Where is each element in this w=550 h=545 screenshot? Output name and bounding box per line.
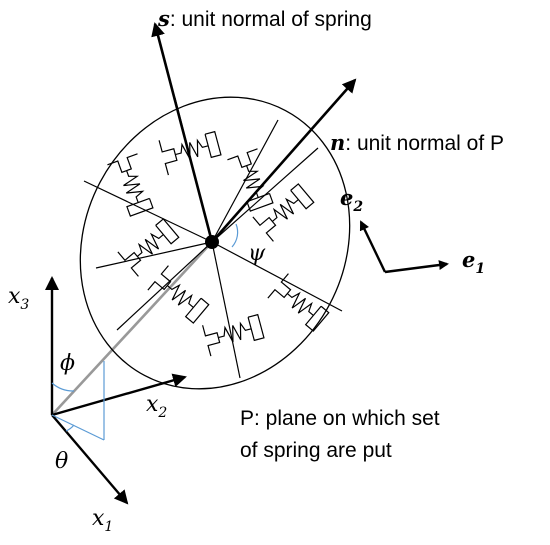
e1-base: e bbox=[462, 247, 475, 272]
x2-sub: 2 bbox=[157, 405, 167, 421]
spring-bottom bbox=[202, 313, 265, 357]
e1-label: e1 bbox=[462, 247, 485, 277]
x3-base: x bbox=[8, 284, 21, 309]
spring-right bbox=[252, 183, 315, 242]
s-vector-symbol: s bbox=[157, 6, 170, 31]
e1-sub: 1 bbox=[475, 261, 485, 277]
x2-axis bbox=[51, 373, 187, 417]
psi-angle-arc bbox=[231, 223, 239, 248]
projection-base bbox=[51, 414, 105, 441]
plane-caption-line2: of spring are put bbox=[240, 439, 392, 462]
spring-lower-left bbox=[147, 265, 210, 324]
n-vector-symbol: n bbox=[330, 130, 345, 155]
e2-label: e2 bbox=[340, 185, 363, 215]
spring-left bbox=[117, 218, 180, 277]
spring-upper-left bbox=[107, 153, 154, 217]
x2-base: x bbox=[146, 392, 159, 417]
s-description: : unit normal of spring bbox=[170, 8, 372, 31]
x3-label: x3 bbox=[8, 284, 29, 313]
x1-base: x bbox=[92, 506, 105, 531]
e2-arrow bbox=[359, 220, 387, 273]
n-label: n: unit normal of P bbox=[330, 130, 504, 155]
x1-axis bbox=[51, 414, 129, 505]
spring-lower-right bbox=[267, 273, 330, 332]
phi-angle-arc bbox=[51, 382, 75, 392]
psi-label: ψ bbox=[248, 241, 266, 266]
plane-caption-line1: P: plane on which set bbox=[240, 407, 440, 430]
spring-upper-right bbox=[227, 148, 274, 212]
x3-sub: 3 bbox=[20, 297, 29, 313]
e2-sub: 2 bbox=[352, 199, 363, 215]
x1-sub: 1 bbox=[104, 519, 113, 535]
s-label: s: unit normal of spring bbox=[157, 6, 372, 31]
e2-base: e bbox=[340, 185, 353, 210]
x1-label: x1 bbox=[92, 506, 113, 535]
theta-label: θ bbox=[55, 449, 68, 474]
x2-label: x2 bbox=[146, 392, 167, 421]
center-point bbox=[205, 235, 219, 249]
s-axis-arrow bbox=[151, 22, 214, 243]
phi-label: ϕ bbox=[60, 351, 75, 376]
n-axis-arrow bbox=[211, 78, 357, 243]
n-axis-inner bbox=[51, 241, 213, 416]
e1-arrow bbox=[384, 260, 449, 274]
spring-top bbox=[158, 130, 222, 176]
n-description: : unit normal of P bbox=[345, 132, 504, 155]
theta-angle-arc bbox=[65, 424, 75, 432]
